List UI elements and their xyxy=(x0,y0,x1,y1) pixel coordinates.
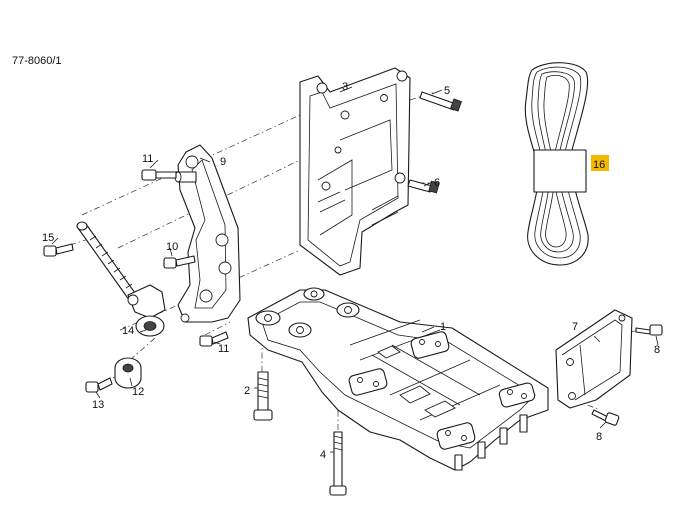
drawing-reference: 77-8060/1 xyxy=(12,55,62,67)
part-7-side-bracket xyxy=(555,309,633,409)
callout-8-upper: 8 xyxy=(654,344,660,356)
bolt-11-upper xyxy=(141,169,177,181)
part-15-adjuster-screw xyxy=(76,221,141,305)
callout-11-upper: 11 xyxy=(142,153,153,165)
callout-13: 13 xyxy=(92,399,104,411)
bolt-4 xyxy=(329,431,347,496)
part-16-highlight xyxy=(591,155,609,171)
bolt-13 xyxy=(85,377,113,393)
callout-8-lower: 8 xyxy=(596,431,602,443)
bolt-10 xyxy=(163,255,196,269)
callout-labels: 3 5 6 9 11 15 10 1 7 8 8 11 14 12 13 2 4… xyxy=(42,81,660,461)
callout-12: 12 xyxy=(132,386,144,398)
bolt-8-upper xyxy=(635,324,663,336)
bolt-11-lower xyxy=(199,331,229,347)
part-16-poly-v-belt xyxy=(524,62,609,266)
callout-2: 2 xyxy=(244,385,250,397)
callout-3: 3 xyxy=(342,81,348,93)
callout-15: 15 xyxy=(42,232,54,244)
callout-9: 9 xyxy=(220,156,226,168)
part-1-base-plate xyxy=(247,287,549,471)
part-3-upright-plate xyxy=(299,67,411,276)
bolt-5 xyxy=(419,91,462,112)
callout-4: 4 xyxy=(320,449,326,461)
part-9-bracket xyxy=(174,144,241,323)
part-12-roller xyxy=(114,357,142,389)
bolt-8-lower xyxy=(591,409,620,426)
leader-lines xyxy=(51,86,659,453)
callout-6: 6 xyxy=(434,177,440,189)
callout-10: 10 xyxy=(166,241,178,253)
callout-11-lower: 11 xyxy=(218,343,229,355)
callout-7: 7 xyxy=(572,321,578,333)
callout-1: 1 xyxy=(440,321,446,333)
callout-14: 14 xyxy=(122,325,134,337)
callout-16: 16 xyxy=(593,159,605,171)
bolt-2 xyxy=(253,371,273,421)
bolt-15-head xyxy=(43,243,74,257)
bolt-6 xyxy=(407,179,440,194)
callout-5: 5 xyxy=(444,85,450,97)
